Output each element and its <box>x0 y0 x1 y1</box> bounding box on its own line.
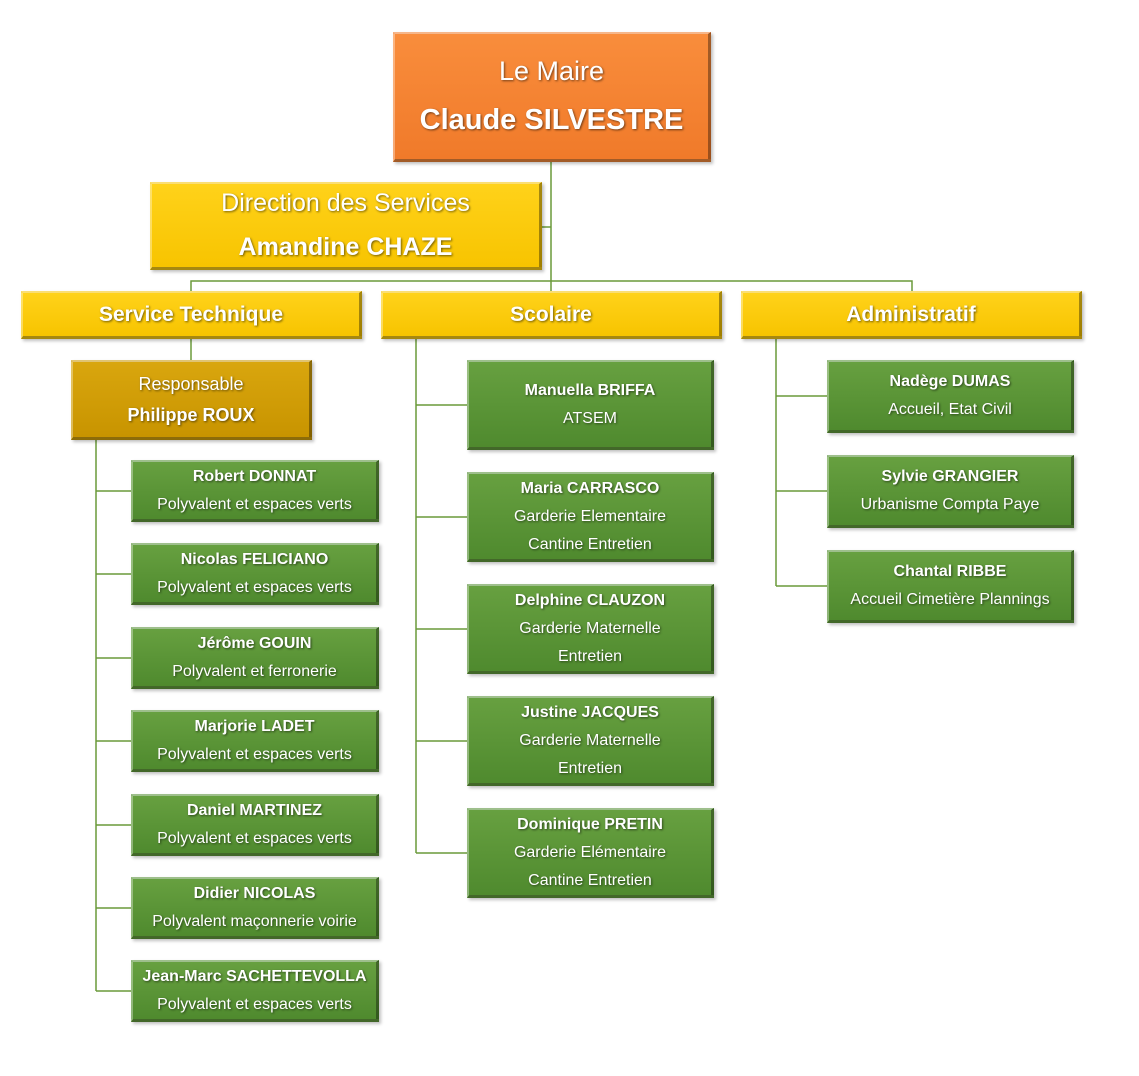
service-title: Service Technique <box>98 302 284 326</box>
responsable-name: Philippe ROUX <box>127 404 255 425</box>
staff-job: Accueil, Etat Civil <box>888 401 1012 418</box>
staff-card: Didier NICOLAS Polyvalent maçonnerie voi… <box>131 877 379 939</box>
responsable-role: Responsable <box>138 374 244 394</box>
staff-job: Garderie Maternelle <box>519 731 661 749</box>
staff-job: Urbanisme Compta Paye <box>860 496 1040 513</box>
mayor-role: Le Maire <box>498 55 605 86</box>
staff-job: Polyvalent et espaces verts <box>157 745 352 763</box>
staff-job: Polyvalent et espaces verts <box>157 829 352 847</box>
staff-job: Polyvalent et espaces verts <box>157 495 352 513</box>
staff-name: Justine JACQUES <box>521 703 659 721</box>
staff-job: Entretien <box>557 759 623 777</box>
staff-card: Jérôme GOUIN Polyvalent et ferronerie <box>131 627 379 689</box>
service-scolaire-box: Scolaire <box>381 291 722 339</box>
mayor-box: Le Maire Claude SILVESTRE <box>393 32 711 162</box>
staff-job: Garderie Elémentaire <box>513 843 667 861</box>
staff-job: Polyvalent et espaces verts <box>157 995 352 1013</box>
staff-card: Maria CARRASCO Garderie Elementaire Cant… <box>467 472 714 562</box>
staff-name: Chantal RIBBE <box>893 563 1007 580</box>
staff-job: Garderie Elementaire <box>513 507 667 525</box>
connector-services-bar <box>190 280 913 291</box>
staff-job: Polyvalent et ferronerie <box>172 662 337 680</box>
staff-name: Nadège DUMAS <box>889 373 1011 390</box>
staff-name: Jean-Marc SACHETTEVOLLA <box>142 967 367 985</box>
staff-name: Maria CARRASCO <box>520 479 660 497</box>
staff-name: Nicolas FELICIANO <box>180 550 329 568</box>
staff-card: Dominique PRETIN Garderie Elémentaire Ca… <box>467 808 714 898</box>
mayor-name: Claude SILVESTRE <box>419 104 684 137</box>
staff-job: Polyvalent et espaces verts <box>157 578 352 596</box>
staff-job: Cantine Entretien <box>528 535 652 553</box>
staff-card: Nadège DUMAS Accueil, Etat Civil <box>827 360 1074 433</box>
service-technique-box: Service Technique <box>21 291 362 339</box>
staff-name: Manuella BRIFFA <box>524 381 656 399</box>
service-title: Administratif <box>846 302 976 326</box>
staff-card: Manuella BRIFFA ATSEM <box>467 360 714 450</box>
direction-box: Direction des Services Amandine CHAZE <box>150 182 542 270</box>
staff-card: Marjorie LADET Polyvalent et espaces ver… <box>131 710 379 772</box>
staff-card: Delphine CLAUZON Garderie Maternelle Ent… <box>467 584 714 674</box>
staff-name: Jérôme GOUIN <box>197 634 312 652</box>
staff-job: Cantine Entretien <box>528 871 652 889</box>
staff-job: Entretien <box>557 647 623 665</box>
staff-job: ATSEM <box>563 409 617 427</box>
staff-name: Didier NICOLAS <box>193 884 316 902</box>
staff-name: Dominique PRETIN <box>517 815 663 833</box>
staff-name: Marjorie LADET <box>194 717 315 735</box>
staff-job: Polyvalent maçonnerie voirie <box>152 912 357 930</box>
staff-job: Garderie Maternelle <box>519 619 661 637</box>
staff-name: Sylvie GRANGIER <box>881 468 1019 485</box>
staff-card: Robert DONNAT Polyvalent et espaces vert… <box>131 460 379 522</box>
staff-job: Accueil Cimetière Plannings <box>850 591 1050 608</box>
staff-card: Chantal RIBBE Accueil Cimetière Planning… <box>827 550 1074 623</box>
staff-card: Sylvie GRANGIER Urbanisme Compta Paye <box>827 455 1074 528</box>
staff-card: Daniel MARTINEZ Polyvalent et espaces ve… <box>131 794 379 856</box>
responsable-box: Responsable Philippe ROUX <box>71 360 312 440</box>
staff-name: Delphine CLAUZON <box>514 591 666 609</box>
staff-name: Daniel MARTINEZ <box>186 801 323 819</box>
direction-role: Direction des Services <box>221 189 470 218</box>
staff-name: Robert DONNAT <box>192 467 317 485</box>
staff-card: Jean-Marc SACHETTEVOLLA Polyvalent et es… <box>131 960 379 1022</box>
staff-card: Nicolas FELICIANO Polyvalent et espaces … <box>131 543 379 605</box>
service-title: Scolaire <box>510 302 592 326</box>
staff-card: Justine JACQUES Garderie Maternelle Entr… <box>467 696 714 786</box>
service-administratif-box: Administratif <box>741 291 1082 339</box>
direction-name: Amandine CHAZE <box>238 232 453 261</box>
